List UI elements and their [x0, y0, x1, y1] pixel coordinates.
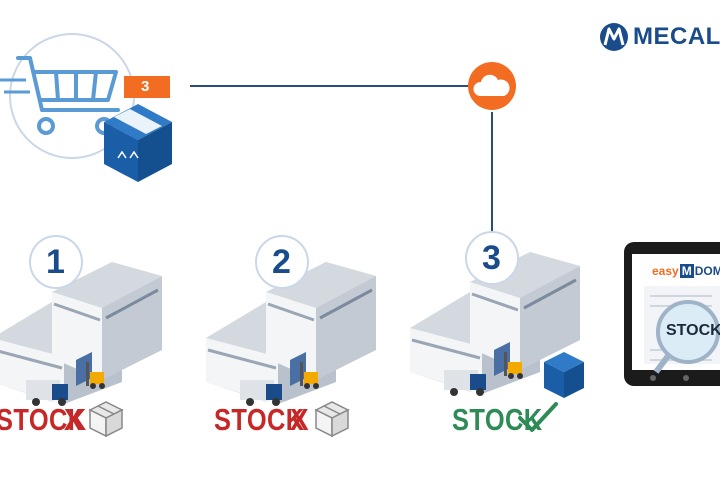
tablet-brand-mid: M	[679, 264, 694, 278]
warehouse-3-stock-label: STOCK	[452, 402, 543, 437]
brand-name: MECALUX	[633, 23, 720, 50]
warehouse-1-number: 1	[46, 243, 65, 281]
number-badge-3	[465, 231, 519, 285]
warehouse-1-status-mark: X	[64, 402, 83, 437]
in-stock-box-icon	[544, 352, 584, 398]
cloud-icon	[473, 74, 510, 96]
mecalux-m-logo	[600, 23, 628, 51]
warehouse-2-status-mark: X	[290, 402, 309, 437]
tablet-search-text: STOCK	[666, 322, 720, 339]
number-badge-1	[29, 235, 83, 289]
magnifier-icon	[653, 300, 720, 374]
warehouse-1	[0, 260, 164, 408]
warehouse-3-number: 3	[482, 239, 501, 277]
tablet-brand-left: easy	[652, 264, 679, 278]
order-badge	[124, 76, 170, 98]
order-badge-count: 3	[141, 78, 150, 95]
empty-box-icon-2	[315, 401, 349, 437]
tablet-brand-right: DOM	[694, 264, 720, 278]
warehouse-2-stock-label: STOCK	[214, 402, 305, 437]
box-icon	[104, 104, 172, 182]
warehouse-1-stock-label: STOCK	[0, 402, 87, 437]
cart-icon	[16, 56, 120, 135]
order-group	[0, 33, 172, 182]
number-badge-2	[255, 235, 309, 289]
cloud-node	[468, 62, 516, 110]
empty-box-icon-1	[89, 401, 123, 437]
warehouse-2-number: 2	[272, 243, 291, 281]
check-icon	[518, 402, 558, 432]
tablet	[624, 242, 720, 386]
